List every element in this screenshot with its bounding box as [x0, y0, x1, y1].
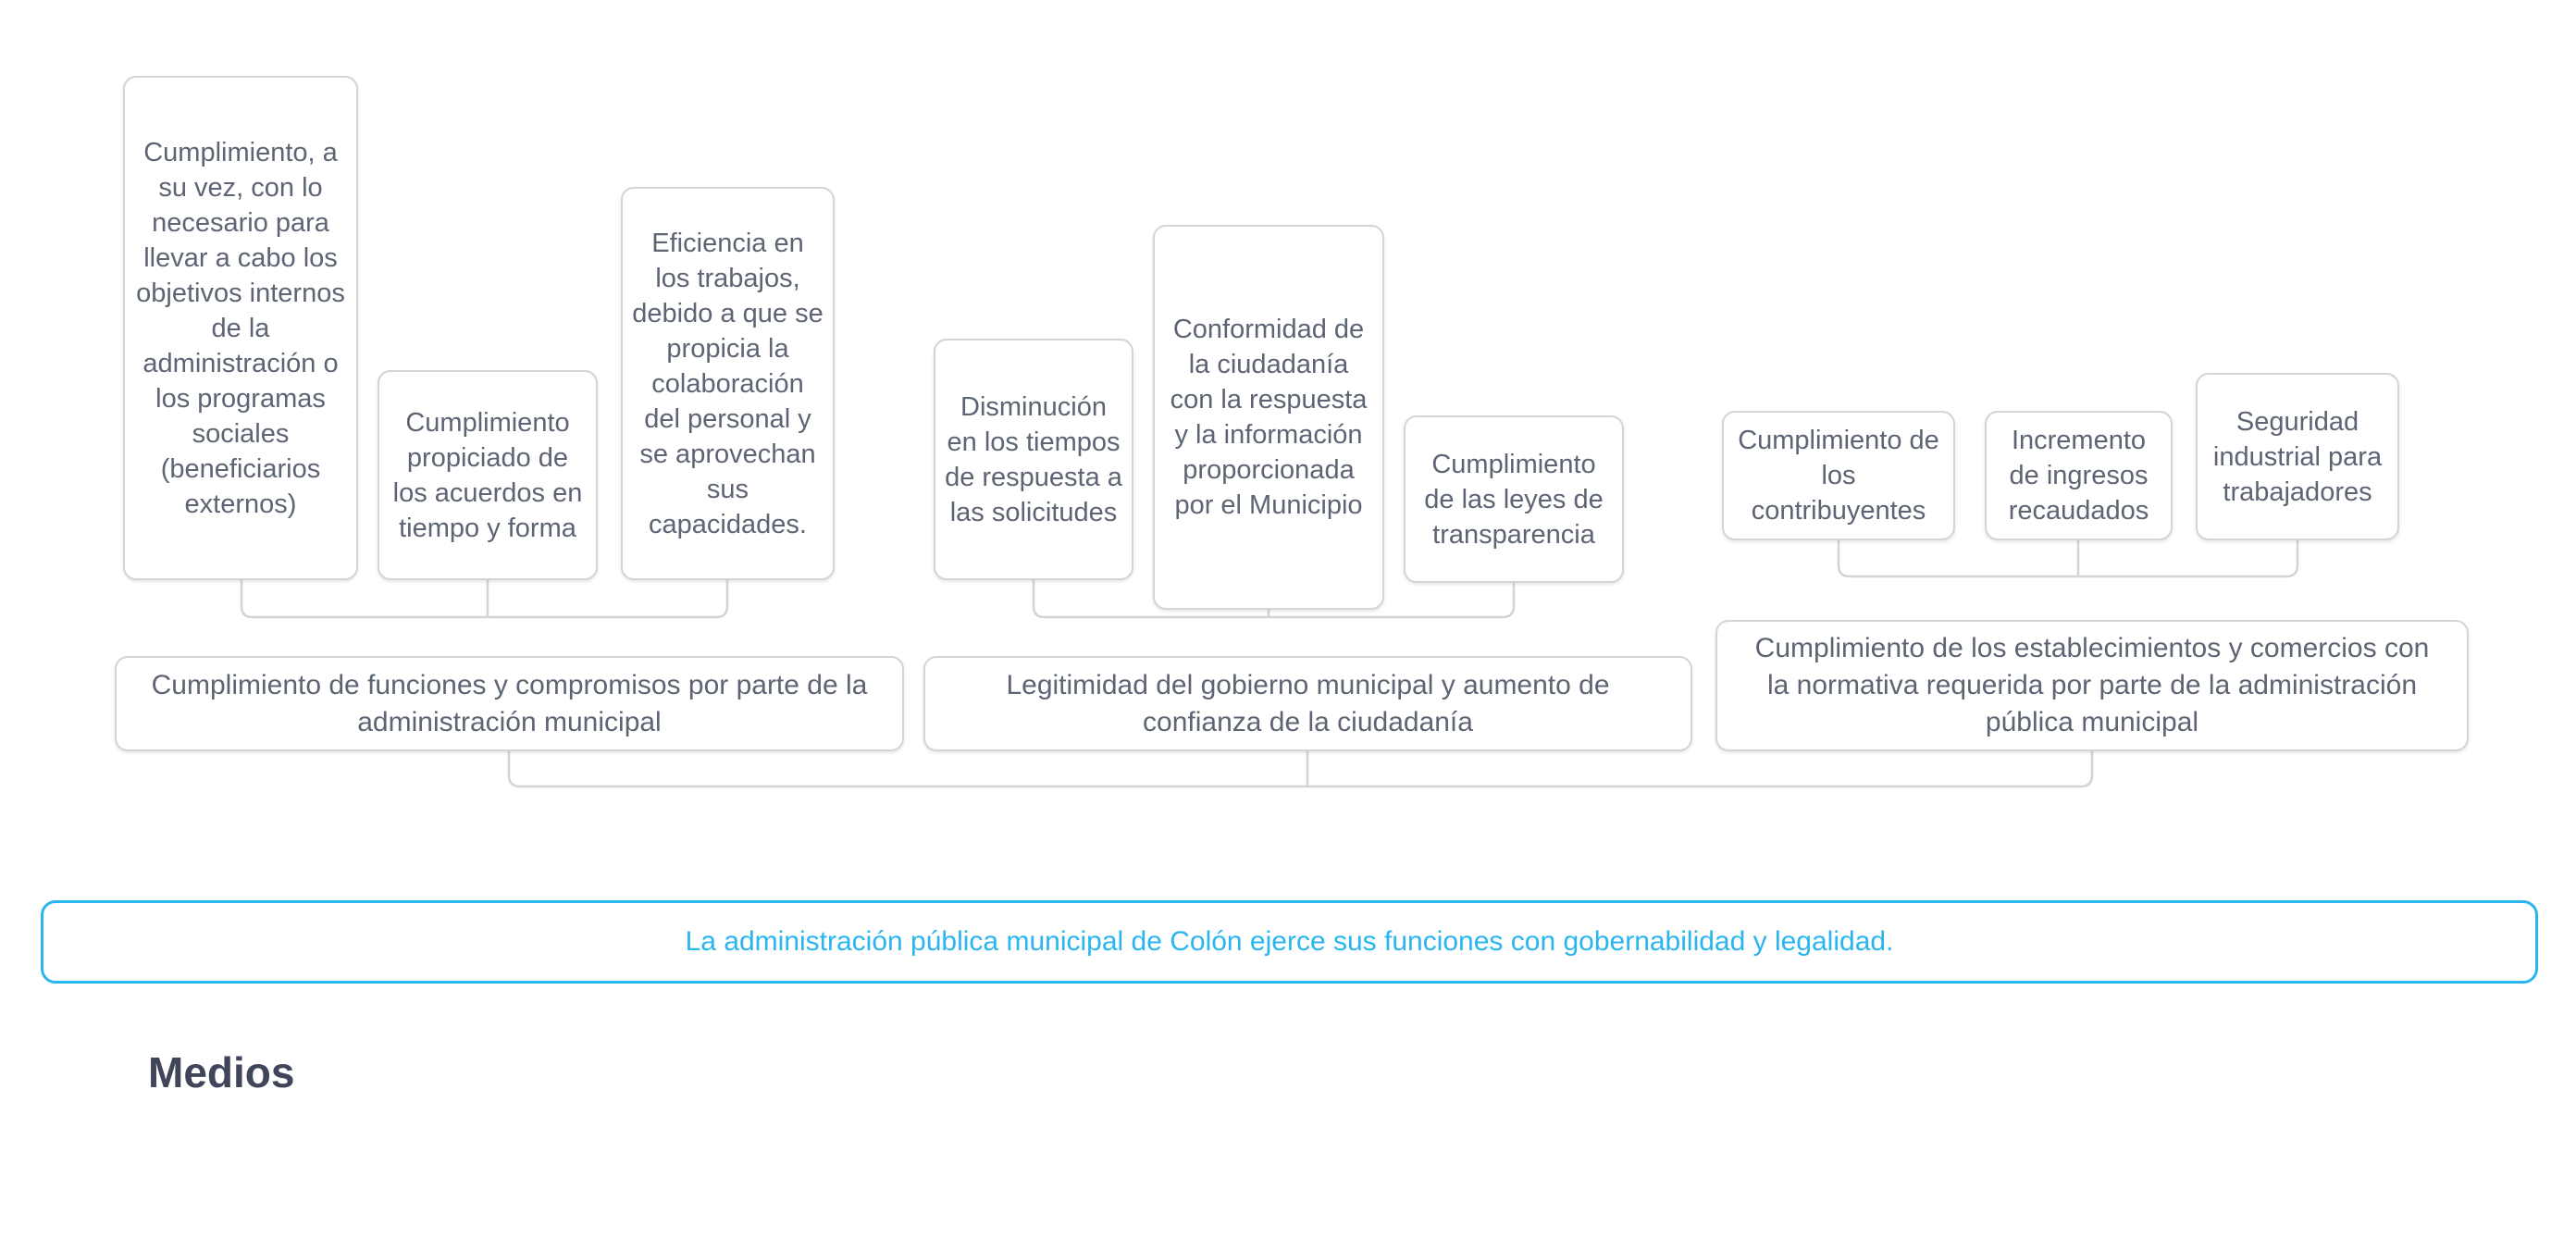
node-eficiencia-trabajos: Eficiencia en los trabajos, debido a que…	[621, 187, 835, 580]
node-cumplimiento-contribuyentes: Cumplimiento de los contribuyentes	[1722, 411, 1955, 540]
node-cumplimiento-leyes-transparencia: Cumplimiento de las leyes de transparenc…	[1404, 415, 1624, 583]
node-seguridad-industrial: Seguridad industrial para trabajadores	[2196, 373, 2399, 540]
node-label: Cumplimiento de funciones y compromisos …	[151, 669, 868, 737]
node-label: Cumplimiento de los establecimientos y c…	[1754, 633, 2430, 737]
node-label: Legitimidad del gobierno municipal y aum…	[1006, 669, 1610, 737]
node-label: Cumplimiento, a su vez, con lo necesario…	[136, 137, 345, 519]
node-label: Disminución en los tiempos de respuesta …	[945, 391, 1122, 527]
node-legitimidad-gobierno: Legitimidad del gobierno municipal y aum…	[923, 656, 1692, 751]
node-label: Incremento de ingresos recaudados	[2008, 426, 2149, 526]
node-incremento-ingresos: Incremento de ingresos recaudados	[1985, 411, 2173, 540]
central-objective-box: La administración pública municipal de C…	[41, 900, 2538, 984]
section-heading-medios: Medios	[148, 1048, 295, 1096]
connector-cluster-a	[240, 580, 729, 619]
node-conformidad-ciudadania: Conformidad de la ciudadanía con la resp…	[1153, 225, 1384, 610]
central-objective-text: La administración pública municipal de C…	[685, 926, 1894, 957]
connector-cluster-c	[1837, 540, 2299, 578]
node-label: Seguridad industrial para trabajadores	[2212, 406, 2383, 507]
node-label: Cumplimiento propiciado de los acuerdos …	[392, 407, 583, 543]
node-disminucion-tiempos-respuesta: Disminución en los tiempos de respuesta …	[934, 339, 1133, 580]
node-cumplimiento-objetivos-internos: Cumplimiento, a su vez, con lo necesario…	[123, 76, 358, 580]
connector-level2-bus	[507, 751, 2094, 788]
node-label: Cumplimiento de los contribuyentes	[1738, 426, 1939, 526]
node-label: Eficiencia en los trabajos, debido a que…	[632, 228, 824, 539]
node-label: Cumplimiento de las leyes de transparenc…	[1424, 449, 1604, 550]
node-cumplimiento-establecimientos: Cumplimiento de los establecimientos y c…	[1715, 620, 2469, 751]
node-label: Conformidad de la ciudadanía con la resp…	[1170, 315, 1368, 520]
node-cumplimiento-funciones-compromisos: Cumplimiento de funciones y compromisos …	[115, 656, 904, 751]
node-cumplimiento-acuerdos: Cumplimiento propiciado de los acuerdos …	[378, 370, 598, 580]
